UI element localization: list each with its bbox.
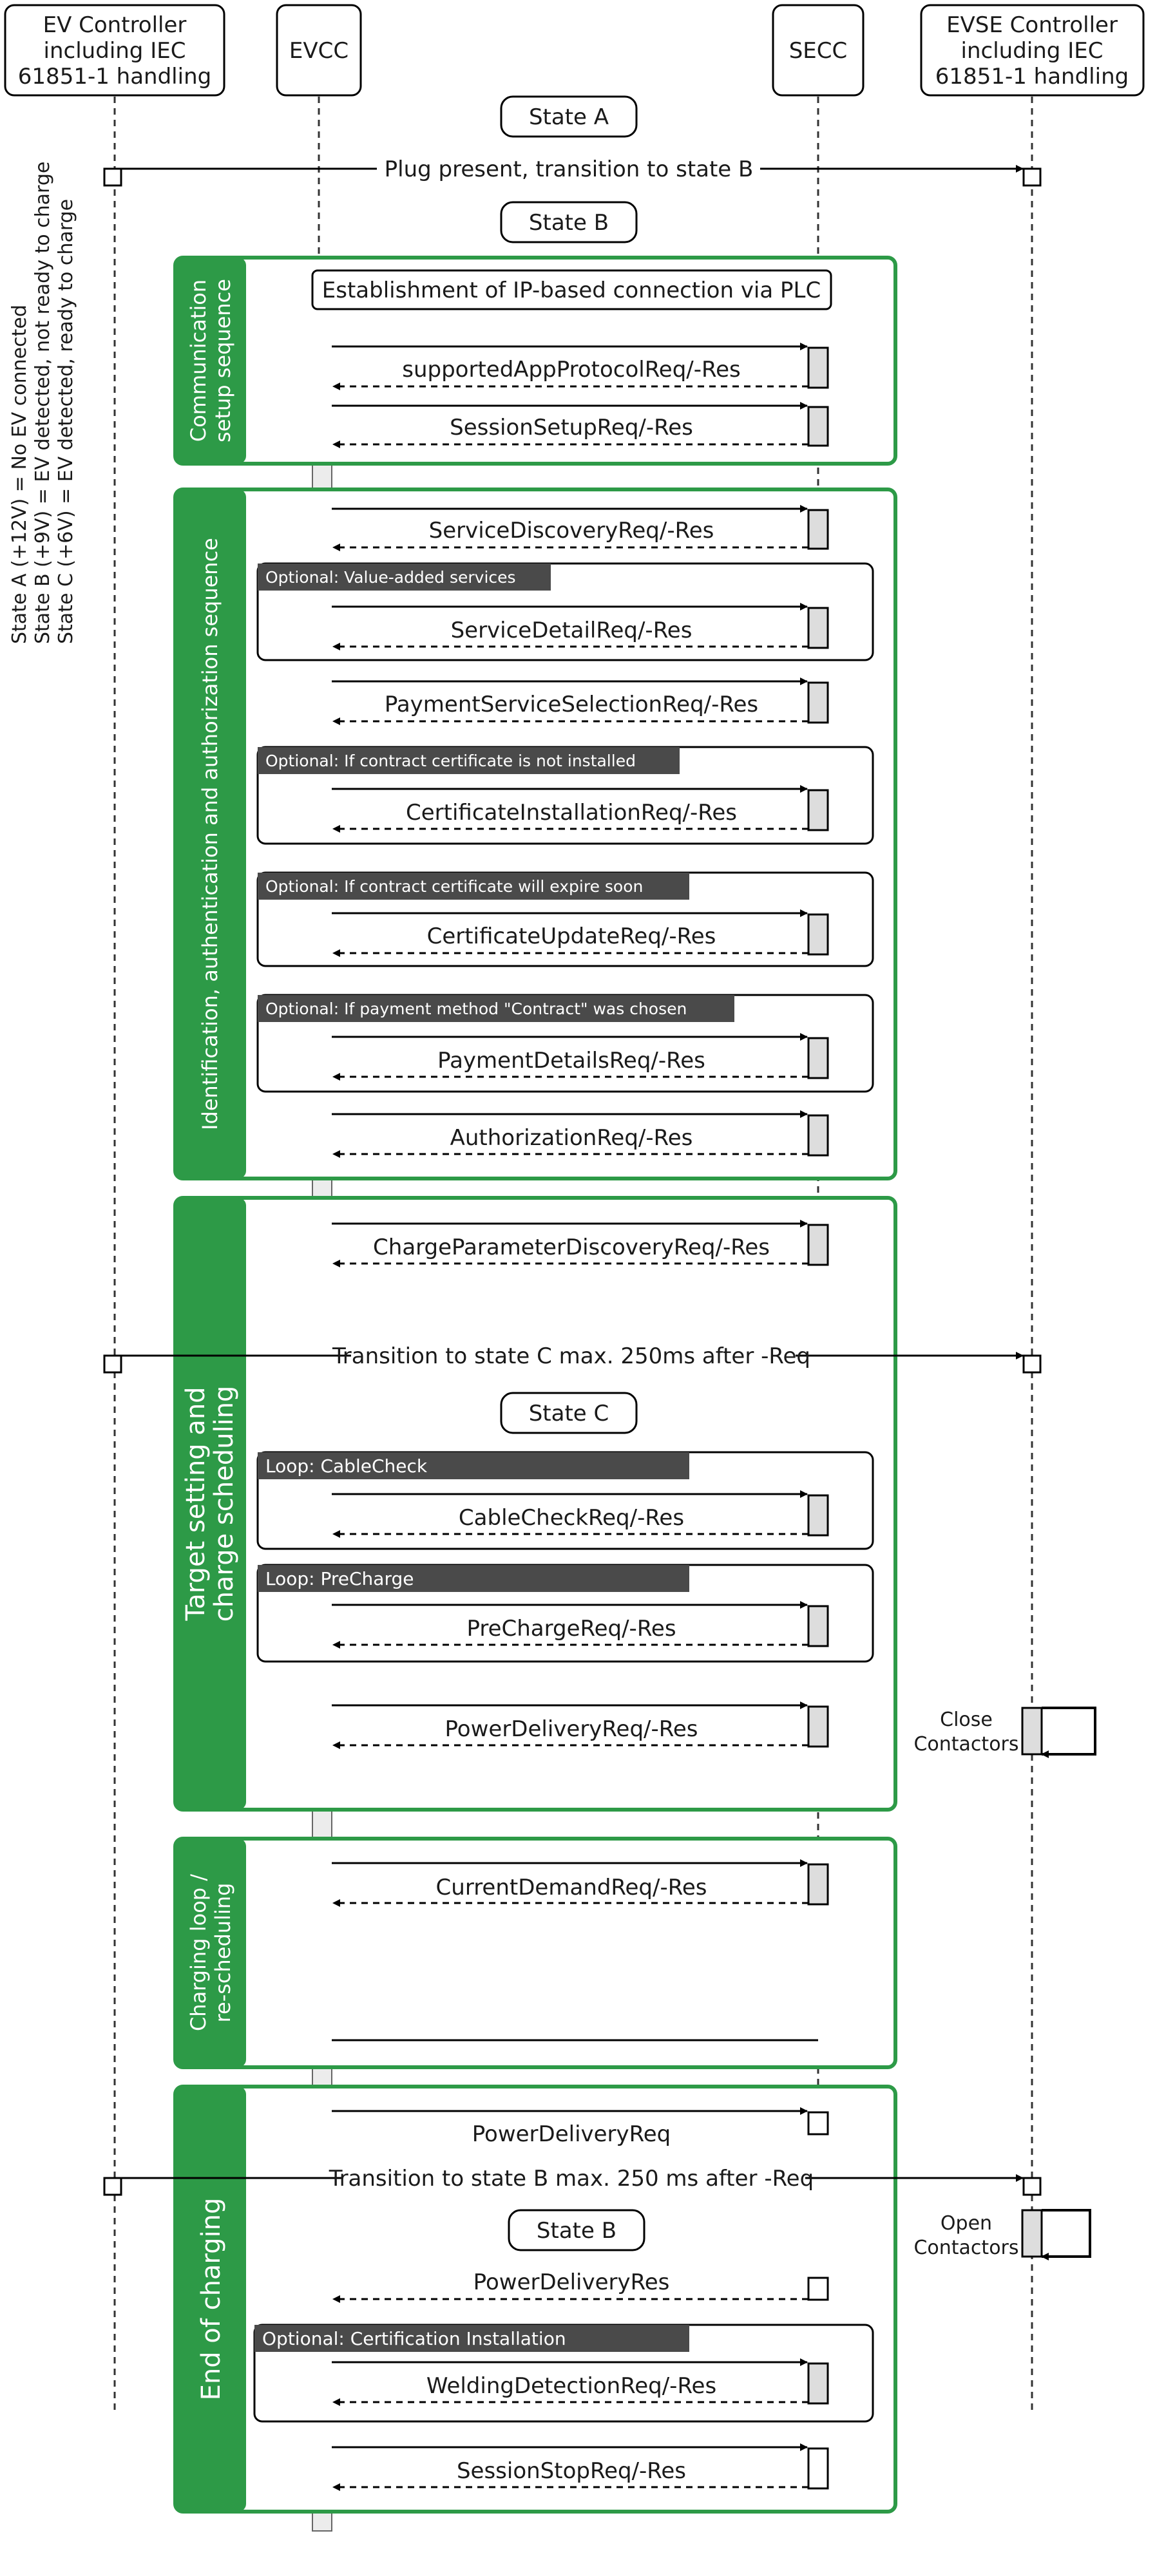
evcc-label: EVCC xyxy=(289,38,349,64)
state-a-label: State A xyxy=(529,104,609,130)
state-b-end-label: State B xyxy=(537,2218,616,2244)
ev-controller-header: EV Controller including IEC 61851-1 hand… xyxy=(4,4,225,97)
close-contactors-label-2: Contactors xyxy=(913,1733,1018,1756)
open-contactors: Open Contactors xyxy=(913,2209,1091,2260)
state-b-legend: State B (+9V) = EV detected, not ready t… xyxy=(32,162,54,644)
power-delivery-message: PowerDeliveryReq/-Res xyxy=(445,1716,698,1742)
identification-sequence-label: Identification, authentication and autho… xyxy=(198,538,222,1130)
plug-present-message: Plug present, transition to state B xyxy=(385,156,754,182)
value-added-frame xyxy=(256,562,874,661)
evse-plug-marker xyxy=(1022,167,1042,187)
payment-details-message: PaymentDetailsReq/-Res xyxy=(437,1048,705,1074)
payment-contract-frame-label: Optional: If payment method "Contract" w… xyxy=(265,999,687,1018)
communication-sequence-label-2: setup sequence xyxy=(211,279,235,442)
evcc-header: EVCC xyxy=(276,4,362,97)
charging-loop-label-1: Charging loop / xyxy=(186,1874,211,2031)
charging-loop-sequence: Charging loop / re-scheduling CurrentDem… xyxy=(173,1837,897,2069)
service-discovery-message: ServiceDiscoveryReq/-Res xyxy=(429,518,714,544)
communication-sequence-label-1: Communication xyxy=(186,279,211,442)
ev-plug-marker xyxy=(103,167,122,187)
transition-to-state-c-message: Transition to state C max. 250ms after -… xyxy=(332,1343,810,1369)
evse-transition-b-marker xyxy=(1022,2177,1042,2196)
current-demand-message: CurrentDemandReq/-Res xyxy=(436,1875,707,1900)
close-contactors: Close Contactors xyxy=(913,1707,1096,1758)
communication-setup-sequence: Communication setup sequence Establishme… xyxy=(173,256,897,466)
state-c-label: State C xyxy=(529,1401,609,1426)
evse-transition-c-marker xyxy=(1022,1354,1042,1374)
certificate-installation-message: CertificateInstallationReq/-Res xyxy=(406,800,737,826)
state-b-end-badge: State B xyxy=(508,2209,645,2251)
ip-connection-box xyxy=(311,269,832,310)
ev-controller-label-3: 61851-1 handling xyxy=(18,64,211,90)
authorization-message: AuthorizationReq/-Res xyxy=(450,1125,693,1151)
state-b-label: State B xyxy=(529,210,609,236)
payment-service-selection-message: PaymentServiceSelectionReq/-Res xyxy=(385,692,758,717)
evse-controller-label-2: including IEC xyxy=(961,38,1103,64)
close-contactors-label-1: Close xyxy=(940,1709,993,1731)
transition-to-state-b-message: Transition to state B max. 250 ms after … xyxy=(329,2166,814,2192)
ev-controller-label-2: including IEC xyxy=(44,38,186,64)
certification-installation-frame-label: Optional: Certification Installation xyxy=(262,2328,566,2349)
state-c-legend: State C (+6V) = EV detected, ready to ch… xyxy=(55,199,77,644)
charging-loop-label-2: re-scheduling xyxy=(211,1883,235,2023)
state-a-badge: State A xyxy=(500,95,638,138)
target-sequence-label-2: charge scheduling xyxy=(209,1386,239,1622)
session-stop-message: SessionStopReq/-Res xyxy=(457,2458,686,2484)
supported-app-protocol-message: supportedAppProtocolReq/-Res xyxy=(402,357,741,383)
cable-check-loop-label: Loop: CableCheck xyxy=(265,1455,428,1477)
charge-parameter-discovery-message: ChargeParameterDiscoveryReq/-Res xyxy=(373,1235,770,1260)
ip-connection-label: Establishment of IP-based connection via… xyxy=(322,278,821,303)
evse-controller-label-3: 61851-1 handling xyxy=(935,64,1129,90)
welding-detection-message: WeldingDetectionReq/-Res xyxy=(426,2373,716,2399)
state-legend: State A (+12V) = No EV connected State B… xyxy=(8,162,77,644)
state-a-legend: State A (+12V) = No EV connected xyxy=(8,305,31,644)
certificate-update-message: CertificateUpdateReq/-Res xyxy=(427,923,716,949)
cert-expire-frame-label: Optional: If contract certificate will e… xyxy=(265,877,643,896)
ev-transition-c-marker xyxy=(103,1354,122,1374)
secc-label: SECC xyxy=(789,38,848,64)
power-delivery-res-message: PowerDeliveryRes xyxy=(473,2269,670,2295)
state-c-badge: State C xyxy=(500,1392,638,1434)
cert-not-installed-frame-label: Optional: If contract certificate is not… xyxy=(265,752,636,770)
evse-controller-header: EVSE Controller including IEC 61851-1 ha… xyxy=(920,4,1145,97)
open-contactors-label-2: Contactors xyxy=(913,2237,1018,2259)
pre-charge-message: PreChargeReq/-Res xyxy=(466,1616,676,1642)
end-of-charging-label: End of charging xyxy=(196,2198,226,2401)
identification-sequence: Identification, authentication and autho… xyxy=(173,488,897,1180)
ev-transition-b-marker xyxy=(103,2177,122,2196)
power-delivery-req-message: PowerDeliveryReq xyxy=(472,2121,671,2147)
cable-check-message: CableCheckReq/-Res xyxy=(459,1505,684,1531)
ev-controller-label-1: EV Controller xyxy=(43,12,187,38)
secc-header: SECC xyxy=(772,4,865,97)
evse-controller-label-1: EVSE Controller xyxy=(946,12,1118,38)
value-added-frame-label: Optional: Value-added services xyxy=(265,568,516,587)
pre-charge-loop-label: Loop: PreCharge xyxy=(265,1568,414,1589)
end-of-charging-sequence: End of charging PowerDeliveryReq Transit… xyxy=(103,2085,1042,2514)
state-b-badge: State B xyxy=(500,201,638,243)
service-detail-message: ServiceDetailReq/-Res xyxy=(451,618,693,643)
target-sequence-label-1: Target setting and xyxy=(181,1387,211,1621)
target-setting-sequence: Target setting and charge scheduling Cha… xyxy=(103,1196,1042,1812)
open-contactors-label-1: Open xyxy=(941,2212,992,2235)
session-setup-message: SessionSetupReq/-Res xyxy=(450,415,693,440)
